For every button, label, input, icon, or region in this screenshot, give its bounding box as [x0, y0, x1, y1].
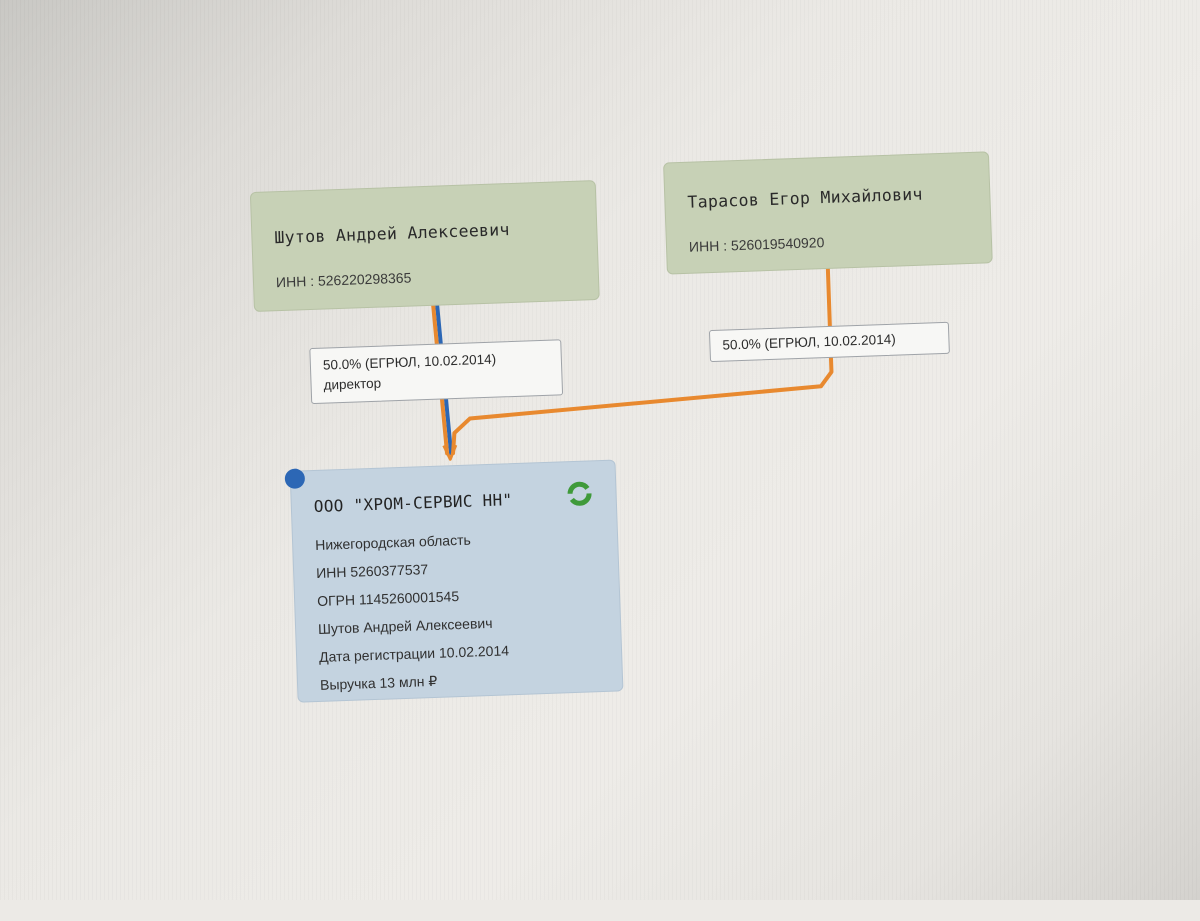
person-card-shutov[interactable]: Шутов Андрей Алексеевич ИНН : 5262202983… [249, 180, 600, 313]
person-inn: ИНН : 526019540920 [688, 234, 825, 255]
company-card[interactable]: ООО "ХРОМ-СЕРВИС НН" Нижегородская облас… [289, 459, 624, 703]
person-name: Шутов Андрей Алексеевич [274, 220, 511, 248]
company-name: ООО "ХРОМ-СЕРВИС НН" [313, 490, 513, 517]
screen-background [0, 0, 1200, 900]
link-arrowhead [442, 444, 458, 461]
person-inn: ИНН : 526220298365 [275, 269, 412, 291]
screen-texture [0, 0, 1200, 900]
edge-share: 50.0% (ЕГРЮЛ, 10.02.2014) [722, 331, 896, 353]
person-name: Тарасов Егор Михайлович [687, 184, 924, 212]
edge-label-shutov: 50.0% (ЕГРЮЛ, 10.02.2014) директор [309, 339, 564, 405]
circular-arrows-icon [567, 481, 592, 506]
company-details: Нижегородская область ИНН 5260377537 ОГР… [315, 524, 511, 699]
company-revenue: Выручка 13 млн ₽ [319, 672, 438, 693]
person-card-tarasov[interactable]: Тарасов Егор Михайлович ИНН : 5260195409… [663, 151, 993, 275]
